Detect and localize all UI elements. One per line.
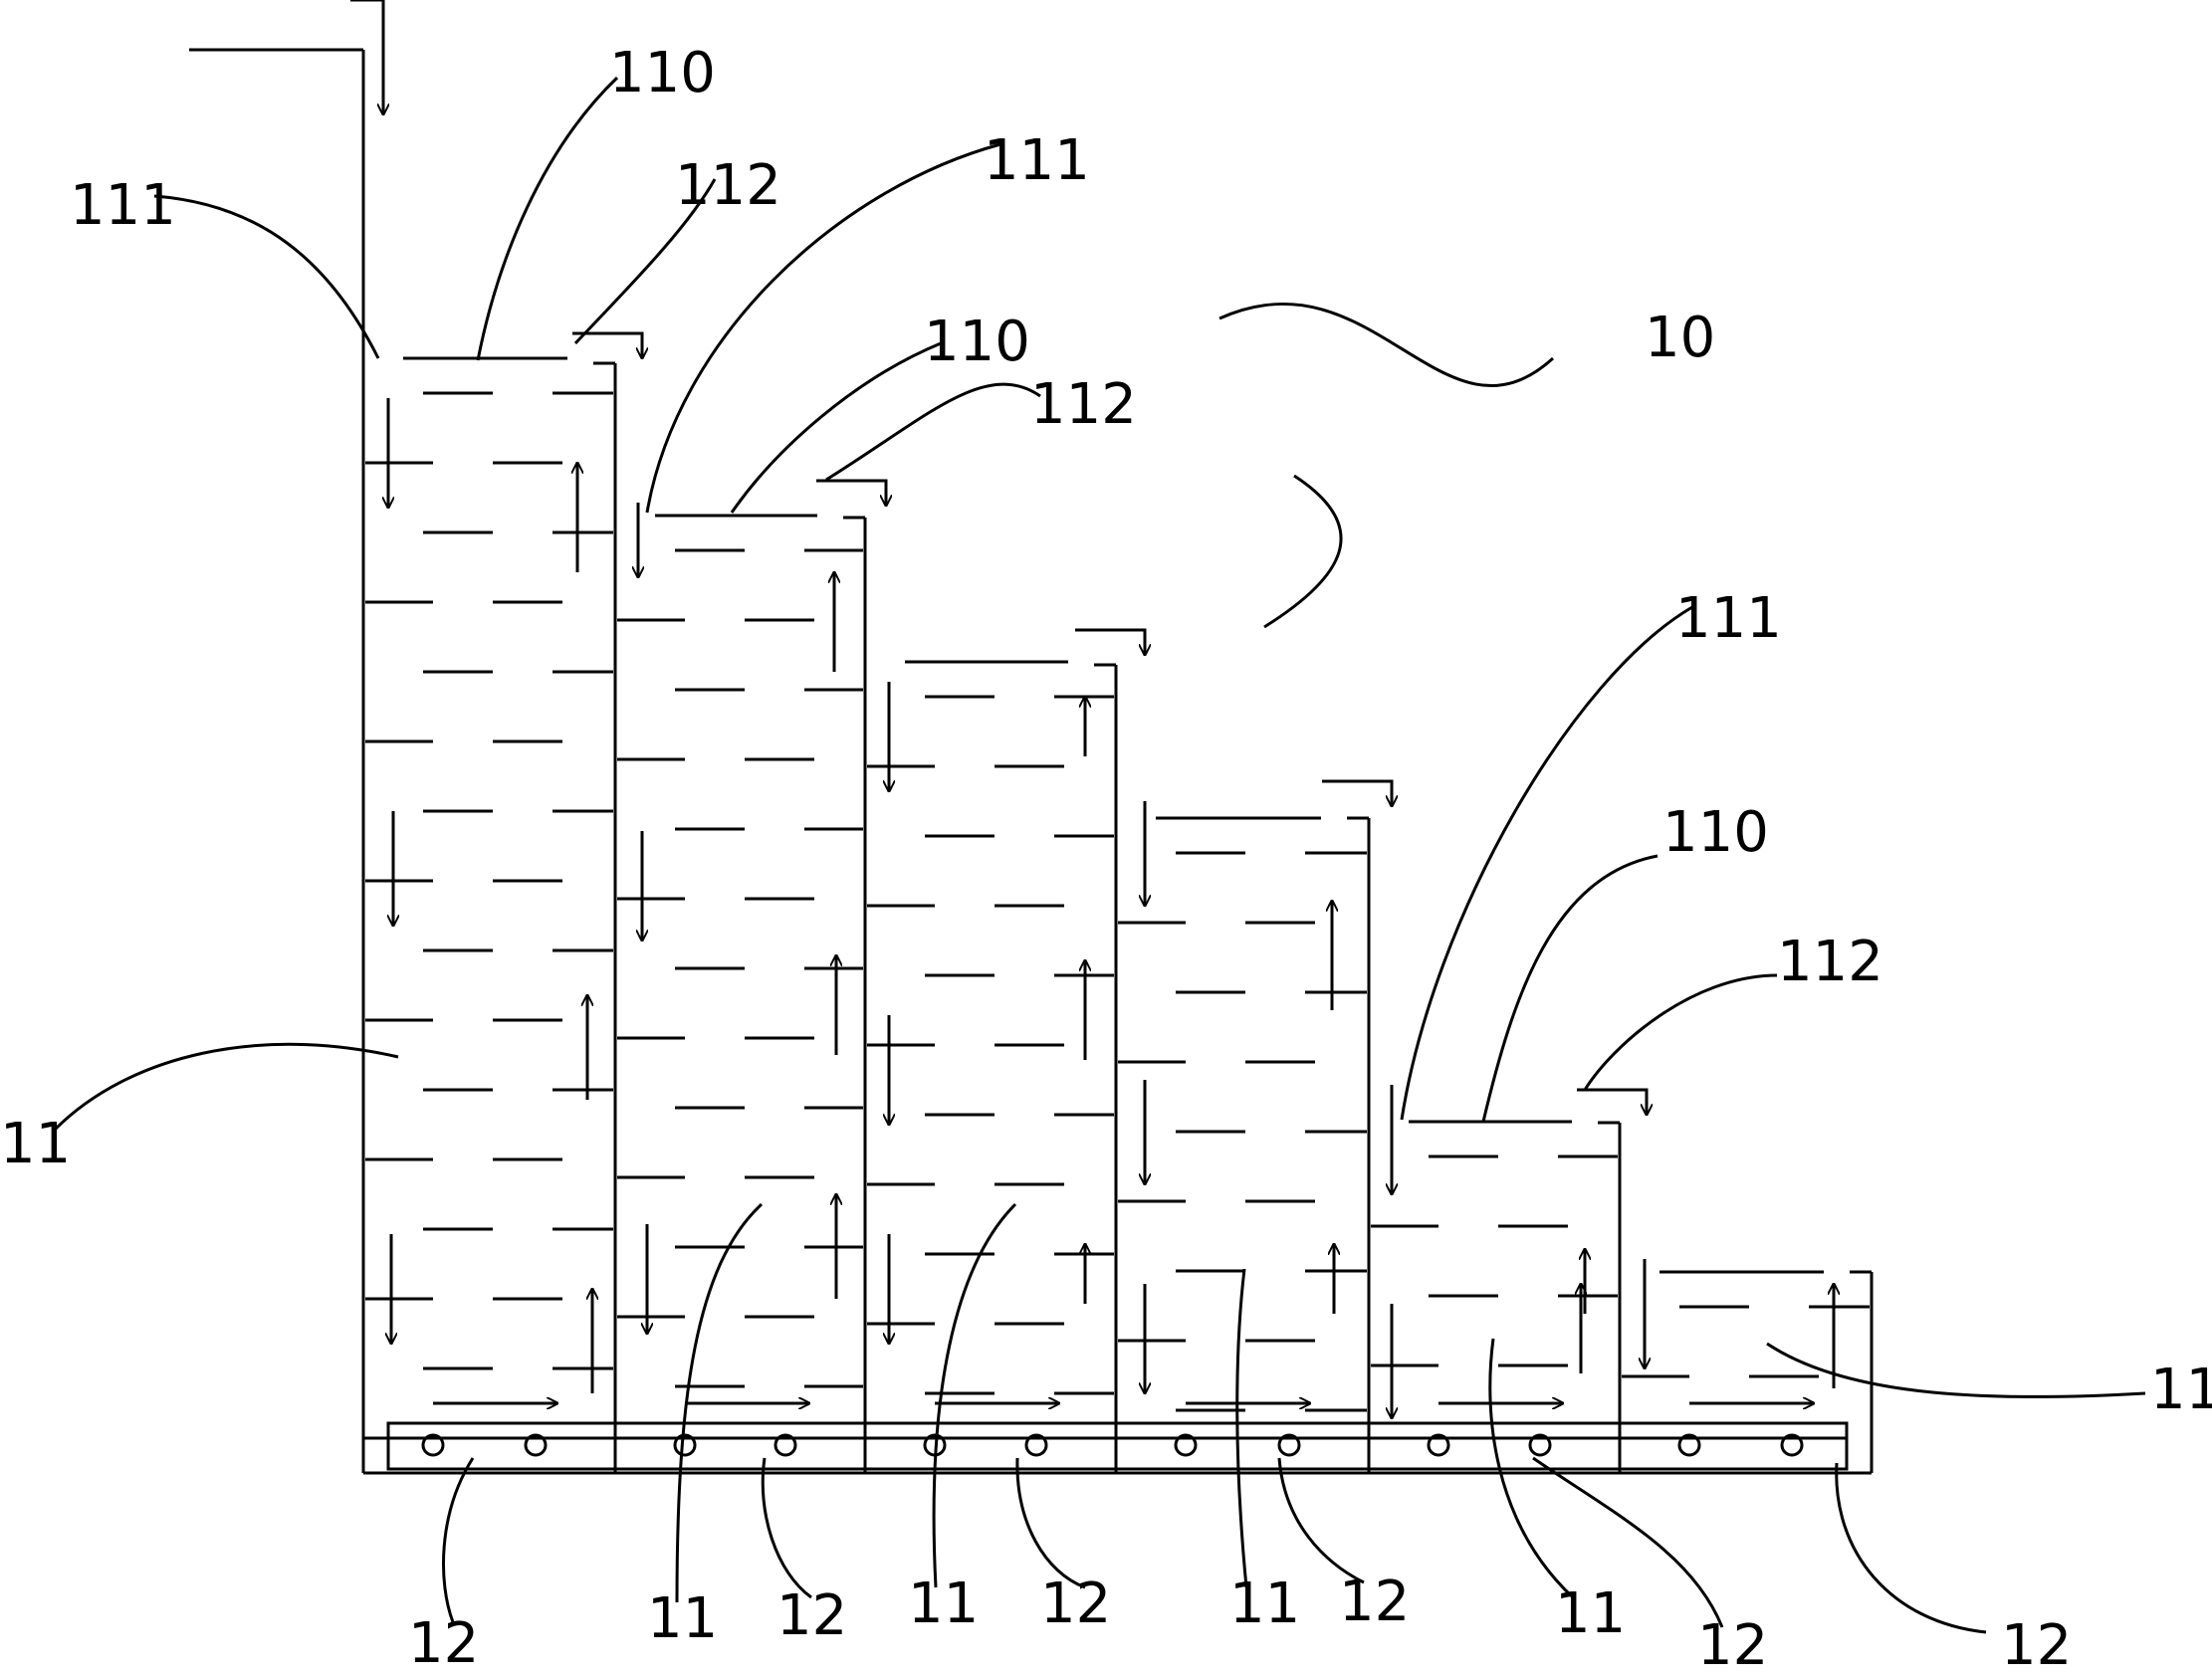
aerator-hole — [1427, 1433, 1450, 1457]
tank-walls — [189, 48, 1874, 1475]
aerator-hole — [1677, 1433, 1701, 1457]
label-inlet: 111 — [70, 173, 176, 238]
leader-line — [1263, 474, 1343, 629]
leader-line — [825, 382, 1041, 482]
label-aerator: 12 — [2001, 1613, 2072, 1678]
flow-arrows — [350, 0, 1834, 1418]
overflow-arrow — [816, 479, 886, 506]
overflow-arrow — [1577, 1088, 1647, 1115]
label-overflow-outlet: 112 — [675, 153, 781, 218]
label-aerator: 12 — [1040, 1572, 1111, 1636]
label-water-surface: 110 — [924, 310, 1030, 374]
label-tank: 11 — [1229, 1572, 1300, 1636]
label-overflow-outlet: 112 — [1777, 930, 1883, 994]
overflow-arrow — [1075, 628, 1145, 655]
aerator-hole — [774, 1433, 797, 1457]
label-aerator: 12 — [408, 1611, 479, 1676]
aerator-hole — [673, 1433, 697, 1457]
leader-line — [1400, 605, 1693, 1121]
leader-line — [1488, 1338, 1575, 1599]
aerator-hole — [421, 1433, 445, 1457]
inlet-arrow — [350, 0, 383, 114]
label-aerator: 12 — [1697, 1613, 1768, 1678]
aerator-hole — [1024, 1433, 1048, 1457]
leader-line — [730, 341, 942, 514]
label-tank: 11 — [908, 1572, 979, 1636]
leader-line — [1835, 1462, 1987, 1634]
aerator-hole — [1277, 1433, 1301, 1457]
leader-line — [573, 178, 717, 345]
label-tank: 11 — [1555, 1581, 1626, 1646]
aerator-hole — [1528, 1433, 1552, 1457]
leader-line — [1481, 854, 1659, 1123]
leader-line — [761, 1457, 812, 1599]
label-tank: 11 — [2150, 1358, 2212, 1422]
leader-line — [1218, 303, 1555, 387]
leader-line — [153, 194, 380, 359]
water-lines — [365, 356, 1870, 1412]
leader-line — [1235, 1268, 1248, 1588]
aerator-hole — [1780, 1433, 1804, 1457]
label-water-surface: 110 — [609, 41, 716, 105]
label-aerator: 12 — [776, 1583, 847, 1648]
label-device: 10 — [1645, 306, 1715, 370]
label-tank: 11 — [0, 1112, 71, 1176]
leader-line — [442, 1457, 475, 1623]
leader-line — [1583, 973, 1778, 1091]
aerator-hole — [524, 1433, 548, 1457]
label-overflow-outlet: 112 — [1030, 372, 1137, 437]
leader-line — [1766, 1342, 2146, 1398]
leader-lines — [53, 76, 2146, 1634]
aerator-hole — [1174, 1433, 1198, 1457]
leader-line — [476, 76, 619, 361]
aerator-pipes — [363, 1421, 1849, 1471]
leader-line — [1532, 1456, 1724, 1628]
leader-line — [645, 142, 1001, 514]
label-tank: 11 — [647, 1586, 718, 1651]
aerator-pipe-outline — [386, 1421, 1849, 1471]
label-inlet: 111 — [1675, 586, 1782, 651]
overflow-arrow — [572, 331, 642, 358]
leader-line — [1277, 1457, 1365, 1584]
label-aerator: 12 — [1339, 1570, 1410, 1634]
leader-line — [1015, 1457, 1086, 1589]
leader-line — [53, 1042, 399, 1132]
leader-line — [932, 1202, 1017, 1588]
overflow-arrow — [1322, 779, 1392, 806]
label-inlet: 111 — [984, 128, 1090, 193]
leader-line — [675, 1202, 764, 1603]
label-water-surface: 110 — [1662, 800, 1769, 865]
